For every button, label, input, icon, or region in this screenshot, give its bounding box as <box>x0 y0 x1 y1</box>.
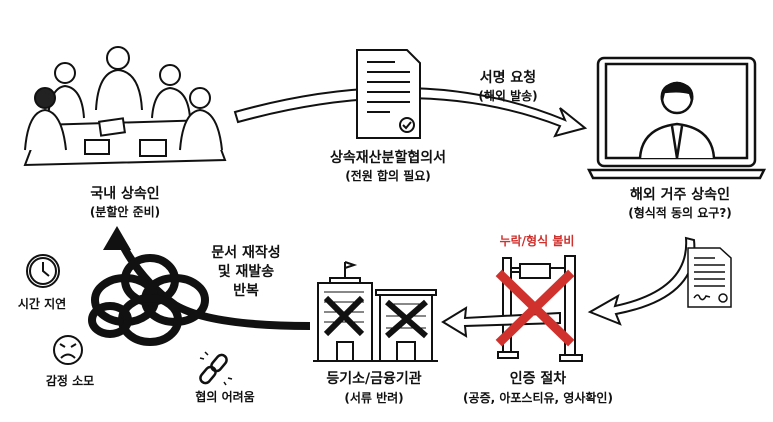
consequence-label-emotion: 감정 소모 <box>45 374 95 388</box>
loop-line-1: 문서 재작성 <box>211 245 281 261</box>
laptop-video-call-icon <box>586 56 767 180</box>
upward-arrowhead <box>103 226 131 250</box>
domestic-heirs-subtitle: (분할안 준비) <box>89 205 161 219</box>
overseas-heir-subtitle: (형식적 동의 요구?) <box>628 206 732 220</box>
registry-title: 등기소/금융기관 <box>326 371 422 387</box>
clock-icon <box>26 254 60 288</box>
signed-document-icon <box>687 247 732 308</box>
loop-line-3: 반복 <box>233 283 259 299</box>
red-x-mark <box>495 269 575 347</box>
consequence-label-time: 시간 지연 <box>17 297 67 311</box>
request-title: 서명 요청 <box>479 70 537 86</box>
domestic-heirs-title: 국내 상속인 <box>90 186 160 202</box>
return-arrow <box>587 236 696 326</box>
registry-subtitle: (서류 반려) <box>344 391 404 405</box>
broken-chain-icon <box>199 351 233 386</box>
tangled-knot-icon <box>88 238 311 346</box>
registry-bank-buildings-icon <box>313 261 438 362</box>
certification-title: 인증 절차 <box>509 371 567 387</box>
consequence-label-negotiation: 협의 어려움 <box>195 390 255 404</box>
overseas-heir-title: 해외 거주 상속인 <box>630 187 730 203</box>
angry-face-icon <box>53 335 83 365</box>
agreement-subtitle: (전원 합의 필요) <box>345 169 431 183</box>
certification-frame-icon <box>497 255 583 362</box>
loop-line-2: 및 재발송 <box>217 264 275 280</box>
defect-warning: 누락/형식 불비 <box>499 234 575 248</box>
request-subtitle: (해외 발송) <box>478 89 538 103</box>
agreement-document-icon <box>356 49 421 139</box>
certification-subtitle: (공증, 아포스티유, 영사확인) <box>463 391 613 405</box>
agreement-title: 상속재산분할협의서 <box>330 150 446 166</box>
meeting-heirs-illustration <box>23 46 227 167</box>
